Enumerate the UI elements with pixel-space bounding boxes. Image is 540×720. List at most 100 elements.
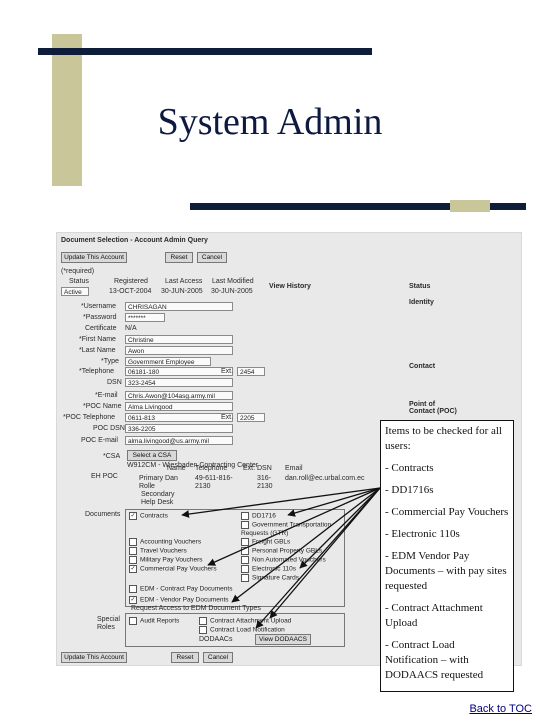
edm-request-link[interactable]: Request Access to EDM Document Types bbox=[131, 605, 261, 612]
gtr-checkbox[interactable] bbox=[241, 521, 249, 529]
contracts-checkbox[interactable]: ✓ bbox=[129, 512, 137, 520]
username-label: *Username bbox=[81, 303, 117, 310]
doc-freight-gbls[interactable]: Freight GBLs bbox=[241, 538, 290, 546]
poc-dsn-field[interactable]: 336-2205 bbox=[125, 424, 233, 433]
password-label: *Password bbox=[83, 314, 117, 321]
last-name-field[interactable]: Awon bbox=[125, 346, 233, 355]
update-account-button-bottom[interactable]: Update This Account bbox=[61, 652, 127, 663]
role-audit-reports[interactable]: Audit Reports bbox=[129, 617, 179, 625]
doc-personal-property-gbls[interactable]: Personal Property GBLs bbox=[241, 547, 322, 555]
audit-reports-label: Audit Reports bbox=[140, 617, 180, 625]
reset-button-bottom[interactable]: Reset bbox=[171, 652, 199, 663]
arrow-dd1716 bbox=[287, 487, 381, 517]
type-select[interactable]: Government Employee bbox=[125, 357, 211, 366]
eh-col-telephone: Telephone bbox=[195, 465, 228, 472]
doc-accounting-vouchers[interactable]: Accounting Vouchers bbox=[129, 538, 201, 546]
accounting-vouchers-checkbox[interactable] bbox=[129, 538, 137, 546]
ext-field[interactable]: 2454 bbox=[237, 367, 265, 376]
callout-item-edm-vendor-pay: - EDM Vendor Pay Documents – with pay si… bbox=[385, 550, 507, 592]
cancel-button-top[interactable]: Cancel bbox=[197, 252, 227, 263]
dsn-field[interactable]: 323-2454 bbox=[125, 378, 233, 387]
edm-vendor-pay-checkbox[interactable]: ✓ bbox=[129, 596, 137, 604]
dodaacs-label: DODAACs bbox=[199, 636, 233, 643]
doc-non-automated-vouchers[interactable]: Non Automated Vouchers bbox=[241, 556, 326, 564]
contract-attachment-upload-label: Contract Attachment Upload bbox=[210, 617, 292, 625]
first-name-field[interactable]: Christine bbox=[125, 335, 233, 344]
poc-email-field[interactable]: alma.livingood@us.army.mil bbox=[125, 436, 233, 445]
doc-military-pay-vouchers[interactable]: Military Pay Vouchers bbox=[129, 556, 203, 564]
password-field[interactable]: ******* bbox=[125, 313, 165, 322]
doc-signature-cards[interactable]: Signature Cards bbox=[241, 574, 299, 582]
role-contract-load-notification[interactable]: Contract Load Notification bbox=[199, 626, 285, 634]
non-automated-vouchers-checkbox[interactable] bbox=[241, 556, 249, 564]
arrow-electronic-110s bbox=[299, 487, 381, 569]
eh-col-dsn: DSN bbox=[257, 465, 272, 472]
callout-item-commercial-pay: - Commercial Pay Vouchers bbox=[385, 506, 509, 518]
callout-item-contract-attachment: - Contract Attachment Upload bbox=[385, 602, 483, 629]
personal-property-gbls-checkbox[interactable] bbox=[241, 547, 249, 555]
travel-vouchers-checkbox[interactable] bbox=[129, 547, 137, 555]
poc-name-field[interactable]: Alma Livingood bbox=[125, 402, 233, 411]
doc-contracts[interactable]: ✓Contracts bbox=[129, 512, 168, 520]
back-to-toc-link[interactable]: Back to TOC bbox=[469, 703, 532, 715]
select-csa-button[interactable]: Select a CSA bbox=[127, 450, 177, 461]
telephone-field[interactable]: 06181-180 bbox=[125, 367, 233, 376]
doc-gtr[interactable]: Government Transportation Requests (GTR) bbox=[241, 521, 339, 538]
poc-ext-field[interactable]: 2205 bbox=[237, 413, 265, 422]
last-access-value: 30-JUN-2005 bbox=[161, 288, 203, 295]
accounting-vouchers-label: Accounting Vouchers bbox=[140, 538, 202, 546]
contract-load-notification-checkbox[interactable] bbox=[199, 626, 207, 634]
military-pay-vouchers-label: Military Pay Vouchers bbox=[140, 556, 203, 564]
arrow-contract-load bbox=[255, 487, 381, 629]
dd1716-checkbox[interactable] bbox=[241, 512, 249, 520]
status-select[interactable]: Active bbox=[61, 287, 89, 296]
email-field[interactable]: Chris.Awon@104asg.army.mil bbox=[125, 391, 233, 400]
non-automated-vouchers-label: Non Automated Vouchers bbox=[252, 556, 326, 564]
edm-contract-pay[interactable]: EDM - Contract Pay Documents bbox=[129, 585, 232, 593]
signature-cards-checkbox[interactable] bbox=[241, 574, 249, 582]
first-name-label: *First Name bbox=[79, 336, 116, 343]
certificate-value: N/A bbox=[125, 325, 137, 332]
callout-heading: Items to be checked for all users: bbox=[385, 425, 502, 452]
doc-commercial-pay-vouchers[interactable]: ✓Commercial Pay Vouchers bbox=[129, 565, 217, 573]
reset-button-top[interactable]: Reset bbox=[165, 252, 193, 263]
section-status: Status bbox=[409, 283, 431, 290]
doc-dd1716[interactable]: DD1716 bbox=[241, 512, 276, 520]
freight-gbls-label: Freight GBLs bbox=[252, 538, 291, 546]
commercial-pay-vouchers-checkbox[interactable]: ✓ bbox=[129, 565, 137, 573]
eh-email-value: dan.roll@ec.urbal.com.ec bbox=[285, 475, 365, 482]
edm-contract-pay-label: EDM - Contract Pay Documents bbox=[140, 585, 233, 593]
update-account-button-top[interactable]: Update This Account bbox=[61, 252, 127, 263]
form-header: Document Selection - Account Admin Query bbox=[61, 237, 208, 244]
contract-attachment-upload-checkbox[interactable] bbox=[199, 617, 207, 625]
edm-contract-pay-checkbox[interactable] bbox=[129, 585, 137, 593]
slide-title: System Admin bbox=[157, 101, 383, 143]
poc-dsn-label: POC DSN bbox=[93, 425, 125, 432]
view-dodaacs-button[interactable]: View DODAACS bbox=[255, 634, 311, 645]
documents-label: Documents bbox=[85, 511, 121, 518]
audit-reports-checkbox[interactable] bbox=[129, 617, 137, 625]
poc-telephone-field[interactable]: 0611-813 bbox=[125, 413, 233, 422]
role-contract-attachment-upload[interactable]: Contract Attachment Upload bbox=[199, 617, 291, 625]
poc-ext-label: Ext. bbox=[221, 414, 234, 421]
status-col-label: Status bbox=[69, 278, 89, 285]
edm-vendor-pay[interactable]: ✓EDM - Vendor Pay Documents bbox=[129, 596, 229, 604]
special-roles-group bbox=[125, 613, 345, 647]
military-pay-vouchers-checkbox[interactable] bbox=[129, 556, 137, 564]
travel-vouchers-label: Travel Vouchers bbox=[140, 547, 187, 555]
eh-telephone-value: 49-611-816-2130 bbox=[195, 475, 233, 490]
username-field[interactable]: CHRISAGAN bbox=[125, 302, 233, 311]
eh-dsn-value: 316-2130 bbox=[257, 475, 273, 490]
electronic-110s-checkbox[interactable] bbox=[241, 565, 249, 573]
arrow-contracts bbox=[181, 487, 381, 518]
bottom-bar bbox=[190, 203, 526, 210]
view-history-link[interactable]: View History bbox=[269, 283, 311, 290]
cancel-button-bottom[interactable]: Cancel bbox=[203, 652, 233, 663]
contract-load-notification-label: Contract Load Notification bbox=[210, 626, 285, 634]
type-label: *Type bbox=[101, 358, 119, 365]
section-contact: Contact bbox=[409, 363, 436, 370]
csa-label: *CSA bbox=[103, 453, 121, 460]
doc-travel-vouchers[interactable]: Travel Vouchers bbox=[129, 547, 187, 555]
freight-gbls-checkbox[interactable] bbox=[241, 538, 249, 546]
